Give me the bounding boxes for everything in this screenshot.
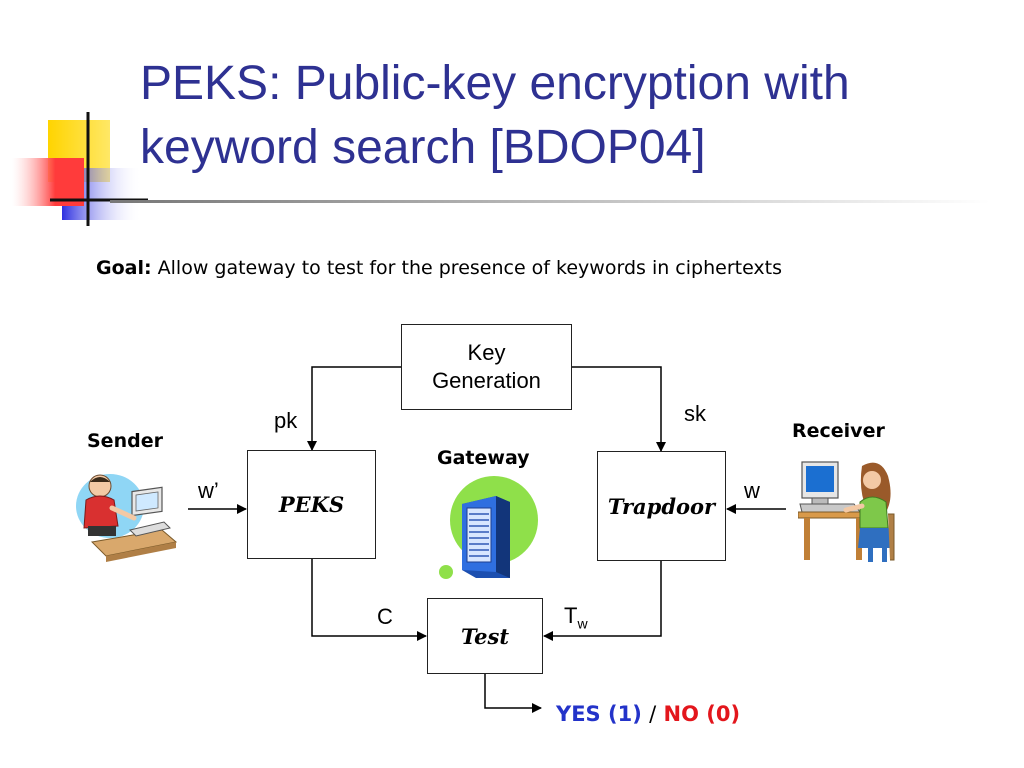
test-label: Test — [460, 623, 510, 649]
server-tower-icon — [439, 476, 538, 579]
sk-label: sk — [684, 401, 706, 426]
c-label: C — [377, 604, 393, 629]
trapdoor-box: Trapdoor — [597, 451, 726, 561]
pk-arrow — [307, 366, 402, 451]
sender-label: Sender — [87, 430, 163, 452]
tw-label: Tw — [564, 603, 588, 631]
no-label: NO (0) — [663, 702, 741, 726]
c-arrow — [311, 559, 427, 641]
key-generation-line-1: Key — [467, 340, 506, 365]
goal-text: Allow gateway to test for the presence o… — [157, 257, 783, 279]
gateway-label: Gateway — [437, 447, 530, 469]
tw-main: T — [564, 603, 578, 628]
test-box: Test — [427, 598, 543, 674]
goal-label: Goal: — [96, 257, 152, 279]
result-separator: / — [649, 702, 657, 726]
title-underline — [110, 200, 990, 203]
title-line-1: PEKS: Public-key encryption with — [140, 57, 850, 110]
goal-statement: Goal: Allow gateway to test for the pres… — [96, 257, 782, 279]
test-result: YES (1) / NO (0) — [556, 702, 740, 726]
w-label: w — [744, 478, 760, 503]
key-generation-line-2: Generation — [432, 368, 541, 393]
trapdoor-label: Trapdoor — [607, 493, 716, 519]
receiver-person-at-computer-icon — [798, 461, 895, 562]
tw-subscript: w — [577, 615, 588, 632]
title-line-2: keyword search [BDOP04] — [140, 121, 706, 174]
corner-decoration — [12, 112, 148, 226]
sender-person-at-computer-icon — [76, 474, 178, 562]
receiver-label: Receiver — [792, 420, 885, 442]
w-prime-label: w’ — [198, 478, 219, 503]
result-arrow — [484, 674, 542, 713]
sk-arrow — [572, 366, 666, 452]
key-generation-box: Key Generation — [401, 324, 572, 410]
peks-box: PEKS — [247, 450, 376, 559]
peks-label: PEKS — [278, 492, 345, 517]
yes-label: YES (1) — [556, 702, 642, 726]
pk-label: pk — [274, 408, 298, 433]
tw-arrow — [543, 561, 662, 641]
slide-title: PEKS: Public-key encryption with keyword… — [140, 52, 1000, 180]
